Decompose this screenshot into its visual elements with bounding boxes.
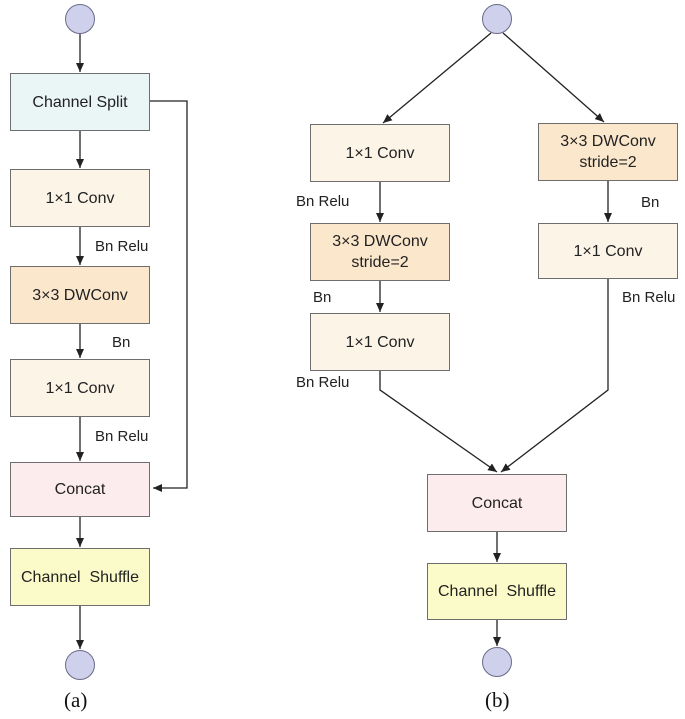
dwconv-box-a: 3×3 DWConv — [10, 266, 150, 324]
conv1x1-box-b-left2: 1×1 Conv — [310, 313, 450, 371]
channel-shuffle-box-a: Channel Shuffle — [10, 548, 150, 606]
edge-b-right-to-concat — [500, 279, 609, 473]
channel-split-box: Channel Split — [10, 73, 150, 131]
label-bn-a: Bn — [112, 334, 131, 351]
dwconv-box-b-right: 3×3 DWConv stride=2 — [538, 123, 678, 181]
channel-shuffle-box-b: Channel Shuffle — [427, 563, 567, 620]
conv1x1-box-a1: 1×1 Conv — [10, 169, 150, 227]
label-bn-b-right: Bn — [641, 194, 660, 211]
conv1x1-box-b-left1: 1×1 Conv — [310, 124, 450, 182]
output-node-b — [482, 647, 512, 677]
output-node-a — [65, 650, 95, 680]
input-node-a — [65, 4, 95, 34]
concat-box-a: Concat — [10, 462, 150, 517]
edge-b-left-to-concat — [379, 371, 498, 473]
caption-b: (b) — [485, 688, 510, 712]
label-bn-relu-b-left1: Bn Relu — [296, 193, 350, 210]
conv1x1-box-b-right: 1×1 Conv — [538, 223, 678, 279]
edge-b-input-to-right — [502, 32, 605, 123]
conv1x1-box-a2: 1×1 Conv — [10, 359, 150, 417]
label-bn-relu-b-left2: Bn Relu — [296, 374, 350, 391]
label-bn-relu-a2: Bn Relu — [95, 428, 149, 445]
caption-a: (a) — [64, 688, 88, 712]
concat-box-b: Concat — [427, 474, 567, 532]
edge-a-split-bypass — [150, 100, 188, 492]
label-bn-b-left: Bn — [313, 289, 332, 306]
edge-b-input-to-left — [382, 32, 492, 124]
label-bn-relu-b-right: Bn Relu — [622, 289, 676, 306]
input-node-b — [482, 4, 512, 34]
label-bn-relu-a1: Bn Relu — [95, 238, 149, 255]
dwconv-box-b-left: 3×3 DWConv stride=2 — [310, 223, 450, 281]
